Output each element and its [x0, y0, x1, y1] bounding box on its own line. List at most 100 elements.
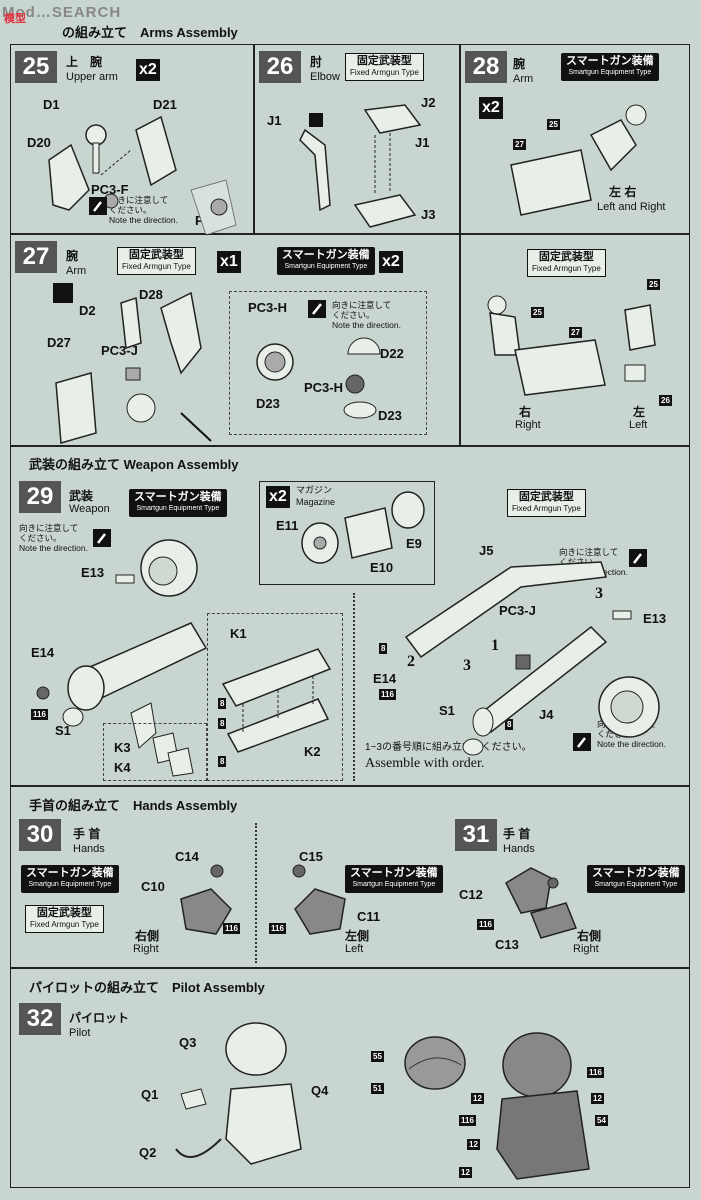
elbow-drawing	[299, 104, 422, 228]
paint-color-badge: 116	[31, 709, 48, 720]
weapon-header: 武装の組み立て Weapon Assembly	[29, 457, 239, 472]
part-label: D27	[47, 335, 71, 350]
step-title-jp: パイロット	[69, 1011, 130, 1025]
watermark-logo: 模型	[4, 13, 26, 25]
step-order-number: 2	[407, 653, 415, 670]
multiplier-badge: x2	[136, 59, 160, 81]
paint-color-badge: 51	[371, 1083, 384, 1094]
arms-header: の組み立て Arms Assembly	[62, 25, 238, 40]
pc3h-detail-drawing	[256, 300, 381, 419]
multiplier-badge: x2	[266, 486, 290, 508]
k3-k4-drawing	[152, 732, 194, 777]
paint-brush-icon	[629, 549, 647, 567]
pilot-drawing	[175, 1022, 302, 1165]
paint-color-badge: 116	[587, 1067, 604, 1078]
part-label: D28	[139, 287, 163, 302]
paint-color-badge: 8	[218, 718, 227, 729]
part-number-badge: 25	[647, 279, 660, 290]
watermark-text: Mod…SEARCH	[2, 4, 122, 21]
step-number: 28	[465, 51, 507, 83]
step-title-en: Elbow	[310, 71, 340, 83]
paint-color-badge: 55	[371, 1051, 384, 1062]
k3-k4-detail-box: K3 K4	[103, 723, 207, 781]
part-label: D20	[27, 135, 51, 150]
assembly-order-en: Assemble with order.	[365, 756, 485, 771]
part-label: C13	[495, 937, 519, 952]
part-label: C12	[459, 887, 483, 902]
part-number-badge: 26	[659, 395, 672, 406]
part-label: E13	[81, 565, 105, 580]
right-en: Right	[515, 419, 541, 431]
arm-drawing	[510, 104, 647, 216]
part-label: PC3-J	[499, 603, 536, 618]
part-label: PC3-H	[304, 380, 344, 395]
direction-note: 向きに注意して ください。 Note the direction.	[109, 195, 178, 225]
step-title-jp: 手 首	[503, 827, 531, 841]
upper-arm-drawing	[48, 115, 237, 236]
step-title-en: Upper arm	[66, 71, 118, 83]
left-en: Left	[629, 419, 648, 431]
step-number: 32	[19, 1003, 61, 1035]
k-parts-detail-box: K1 K2 8 8 8	[207, 613, 343, 781]
part-label: J4	[539, 707, 554, 722]
pilot-painted-drawing	[404, 1032, 590, 1180]
part-label: PC3-H	[248, 300, 288, 315]
paint-brush-icon	[573, 733, 591, 751]
paint-color-badge: 8	[218, 698, 227, 709]
step-title-en: Hands	[73, 843, 105, 855]
k-parts-drawing	[221, 648, 332, 753]
paint-color-badge: 12	[591, 1093, 604, 1104]
part-label: Q4	[311, 1083, 329, 1098]
part-label: K4	[114, 760, 131, 775]
part-label: D23	[256, 396, 280, 411]
step-title-en: Hands	[503, 843, 535, 855]
left-jp: 左側	[345, 929, 370, 943]
step-number: 25	[15, 51, 57, 83]
paint-color-badge: 12	[467, 1139, 480, 1150]
part-label: J1	[415, 135, 430, 150]
paint-brush-icon	[93, 529, 111, 547]
paint-color-badge: 116	[223, 923, 240, 934]
part-label: E14	[31, 645, 55, 660]
right-jp: 右側	[135, 929, 160, 943]
step-25-panel: 25 上 腕 Upper arm x2 D1 D21 D20 PC3-F PC3…	[10, 44, 254, 236]
paint-color-badge: 116	[477, 919, 494, 930]
right-en: Right	[573, 943, 599, 955]
left-right-en: Left and Right	[597, 201, 666, 213]
step-number: 27	[15, 241, 57, 273]
part-label: Q2	[139, 1145, 157, 1160]
paint-brush-icon	[89, 197, 107, 215]
part-label: J2	[421, 95, 436, 110]
magazine-drawing	[301, 491, 425, 564]
part-label: D22	[380, 346, 404, 361]
step-number: 26	[259, 51, 301, 83]
part-label: Q1	[141, 1087, 159, 1102]
pilot-header: パイロットの組み立て Pilot Assembly	[29, 980, 265, 995]
paint-color-badge: 116	[379, 689, 396, 700]
part-label: S1	[55, 723, 71, 738]
left-jp: 左	[633, 405, 646, 419]
part-label: E11	[276, 518, 299, 533]
part-label: PC3-F	[91, 182, 129, 197]
step-title-en: Arm	[513, 73, 534, 85]
smartgun-drawing	[36, 539, 208, 749]
step-title-jp: 肘	[310, 55, 323, 69]
part-label: C11	[357, 909, 381, 924]
weapon-section: 武装の組み立て Weapon Assembly 29 武装 Weapon スマー…	[10, 446, 690, 786]
part-label: E10	[370, 560, 394, 575]
part-label: S1	[439, 703, 455, 718]
left-en: Left	[345, 943, 364, 955]
part-label: D23	[378, 408, 402, 423]
part-label: J3	[421, 207, 436, 222]
part-number-badge: 25	[531, 307, 544, 318]
step-order-number: 3	[463, 657, 471, 674]
section-divider	[353, 593, 355, 781]
